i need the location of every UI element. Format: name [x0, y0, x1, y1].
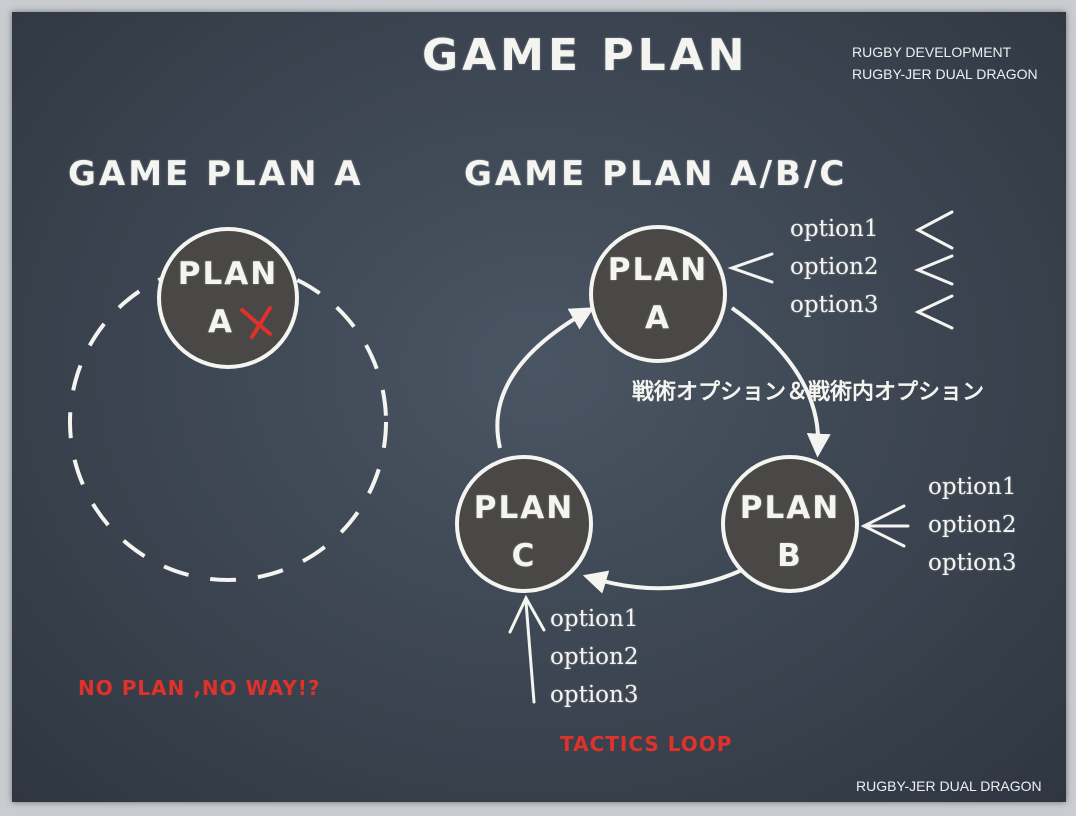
slide: GAME PLAN RUGBY DEVELOPMENT RUGBY-JER DU…: [12, 12, 1066, 802]
plan-b-line2: B: [777, 538, 803, 574]
plan-b-label: PLAN B: [720, 484, 860, 580]
plan-a-line1: PLAN: [607, 252, 709, 288]
no-plan-caption: NO PLAN ,NO WAY!?: [78, 676, 321, 700]
plan-c-option-1: option1: [550, 606, 639, 632]
plan-a-line2: A: [645, 300, 671, 336]
loop-arrow-a-to-b: [730, 306, 831, 458]
plan-c-circle: [455, 455, 593, 593]
red-cross-mark: [240, 306, 272, 339]
plan-a-option-1: option1: [790, 216, 879, 242]
credit-line-1: RUGBY DEVELOPMENT: [852, 44, 1012, 60]
loop-arrow-b-to-c: [582, 568, 743, 594]
plan-c-option-2: option2: [550, 644, 639, 670]
tactics-loop-caption: TACTICS LOOP: [560, 732, 733, 756]
plan-a-option-2: option2: [790, 254, 879, 280]
plan-a-option-arrows: [727, 210, 954, 330]
plan-b-option-3: option3: [928, 550, 1017, 576]
plan-b-option-arrow: [860, 504, 910, 548]
plan-b-circle: [721, 455, 859, 593]
credit-footer: RUGBY-JER DUAL DRAGON: [856, 778, 1042, 794]
right-panel-heading: GAME PLAN A/B/C: [464, 154, 848, 194]
loop-arrow-c-to-a: [495, 307, 595, 449]
diagram-graphics: [68, 210, 954, 704]
plan-c-option-arrow: [508, 594, 546, 704]
tactics-options-jp-label: 戦術オプション＆戦術内オプション: [632, 380, 985, 405]
plan-c-label: PLAN C: [454, 484, 594, 580]
slide-title: GAME PLAN: [422, 30, 749, 81]
plan-a-circle: [589, 225, 727, 363]
plan-b-option-1: option1: [928, 474, 1017, 500]
plan-b-line1: PLAN: [739, 490, 841, 526]
plan-a-option-3: option3: [790, 292, 879, 318]
plan-c-option-3: option3: [550, 682, 639, 708]
plan-c-line1: PLAN: [473, 490, 575, 526]
credit-line-2: RUGBY-JER DUAL DRAGON: [852, 66, 1038, 82]
left-plan-a-line1: PLAN: [177, 256, 279, 292]
left-plan-a-line2: A: [208, 304, 234, 340]
left-plan-a-label: PLAN A: [158, 250, 298, 346]
plan-c-line2: C: [511, 538, 537, 574]
left-panel-heading: GAME PLAN A: [68, 154, 364, 194]
plan-b-option-2: option2: [928, 512, 1017, 538]
left-plan-a-circle: [157, 227, 299, 369]
plan-a-label: PLAN A: [588, 246, 728, 342]
